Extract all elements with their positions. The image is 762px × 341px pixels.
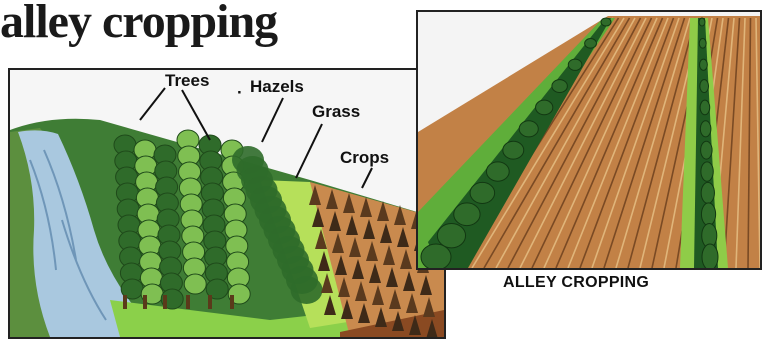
alley-tree-canopy (699, 18, 705, 26)
alley-tree-canopy (700, 121, 711, 137)
alley-tree-canopy (585, 39, 597, 49)
tree-canopy (184, 274, 206, 294)
alley-tree-canopy (700, 100, 710, 115)
landscape-svg (10, 70, 444, 337)
alley-tree-canopy (701, 141, 712, 159)
alley-tree-canopy (702, 244, 718, 268)
alley-tree-canopy (699, 39, 706, 49)
alley-tree-canopy (519, 121, 538, 137)
field-svg (418, 12, 760, 268)
alley-tree-canopy (701, 162, 713, 181)
alley-tree-canopy (536, 100, 553, 115)
alley-tree-canopy (552, 80, 567, 93)
tree-rows (114, 130, 250, 309)
alley-tree-canopy (437, 223, 465, 247)
alley-cropping-landscape-illustration (8, 68, 446, 339)
alley-tree-canopy (470, 182, 495, 203)
alley-tree-canopy (700, 80, 709, 93)
tree-trunk (186, 295, 190, 309)
label-trees: Trees (165, 71, 209, 91)
hazel-bush (291, 276, 323, 304)
alley-tree-canopy (486, 162, 509, 181)
tree-trunk (163, 295, 167, 309)
alley-tree-canopy (601, 18, 611, 26)
label-hazels: Hazels (250, 77, 304, 97)
alley-cropping-field-illustration (416, 10, 762, 270)
tree-trunk (123, 295, 127, 309)
tree-trunk (230, 295, 234, 309)
label-grass: Grass (312, 102, 360, 122)
page-title: alley cropping (0, 0, 277, 49)
alley-tree-canopy (503, 141, 524, 159)
alley-tree-canopy (568, 59, 582, 70)
tree-trunk (208, 295, 212, 309)
tree-trunk (143, 295, 147, 309)
label-crops: Crops (340, 148, 389, 168)
alley-tree-canopy (701, 203, 715, 226)
figure-caption: ALLEY CROPPING (503, 274, 649, 292)
alley-tree-canopy (421, 244, 451, 268)
alley-tree-canopy (701, 182, 714, 203)
alley-tree-canopy (454, 203, 480, 226)
label-hazels-bullet: · (237, 83, 243, 103)
alley-tree-canopy (700, 59, 708, 70)
